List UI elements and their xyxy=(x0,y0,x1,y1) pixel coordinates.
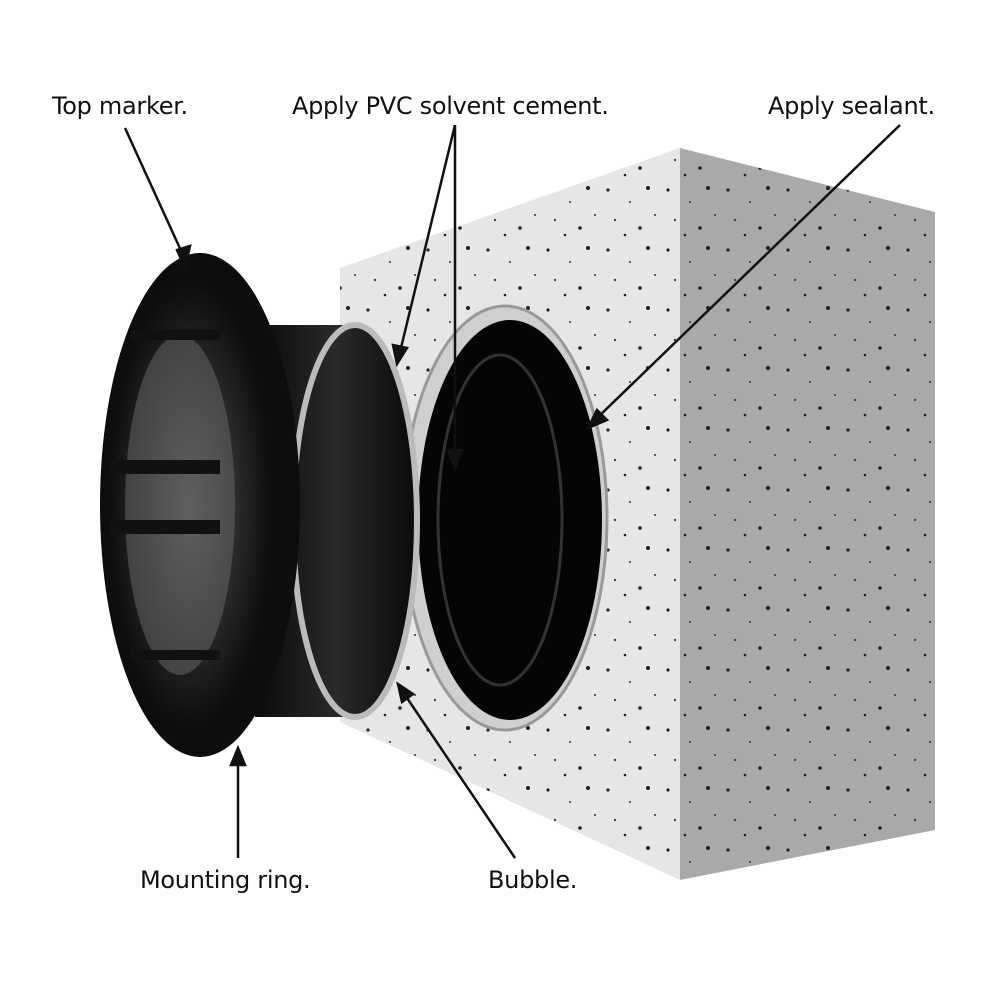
arrows xyxy=(123,124,901,859)
concrete-block xyxy=(340,148,935,880)
fitting xyxy=(100,253,420,757)
wall-sleeve xyxy=(401,304,609,732)
label-bubble: Bubble. xyxy=(488,866,578,894)
label-apply-pvc-solvent-cement: Apply PVC solvent cement. xyxy=(292,92,609,120)
label-top-marker: Top marker. xyxy=(52,92,188,120)
label-mounting-ring: Mounting ring. xyxy=(140,866,311,894)
label-apply-sealant: Apply sealant. xyxy=(768,92,935,120)
